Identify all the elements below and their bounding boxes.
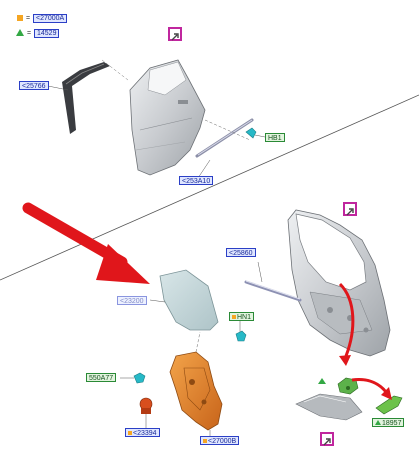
outer-door-assembly <box>129 59 206 176</box>
label-25766: <25766 <box>19 81 49 90</box>
hb1-clip <box>245 127 257 139</box>
label-27000b-text: <27000B <box>208 438 237 445</box>
label-23200: <23200 <box>117 296 147 305</box>
orange-square-icon <box>232 315 236 319</box>
orange-square-icon <box>128 431 132 435</box>
section-divider <box>0 94 419 281</box>
door-frame-seal <box>62 59 129 134</box>
window-regulator <box>169 331 223 431</box>
curved-arrow-down <box>338 282 355 357</box>
door-glass <box>159 269 219 331</box>
label-18957: 18957 <box>372 418 405 427</box>
pointer-icon-inner <box>343 202 357 216</box>
label-23394-text: <23394 <box>133 430 157 437</box>
label-25860: <25860 <box>226 248 256 257</box>
weatherstrip <box>244 261 302 302</box>
clip-550a77 <box>133 372 146 384</box>
pointer-icon-bottom <box>320 432 334 446</box>
door-handle-bracket <box>295 393 363 421</box>
handle-module <box>337 377 359 395</box>
legend-equals: = <box>26 30 32 37</box>
legend-square-code: <27000A <box>33 14 68 23</box>
legend-triangle-code: 14529 <box>34 29 60 38</box>
curved-arrow-right <box>351 378 388 393</box>
regulator-motor <box>139 397 153 414</box>
label-253a10: <253A10 <box>179 176 214 185</box>
orange-square-icon <box>203 439 207 443</box>
label-18957-text: 18957 <box>382 420 402 427</box>
hn1-clip <box>235 330 247 342</box>
orange-square-icon <box>17 15 23 21</box>
label-27000b: <27000B <box>200 436 240 445</box>
handle-triangle-marker <box>318 378 326 384</box>
legend-triangle-row: = 14529 <box>16 29 60 38</box>
legend-equals: = <box>25 15 31 22</box>
big-red-arrow <box>22 202 150 284</box>
label-550a77: 550A77 <box>86 373 117 382</box>
handle-cover-18957 <box>375 395 403 415</box>
green-triangle-icon <box>375 420 381 425</box>
label-hn1-text: HN1 <box>237 314 252 321</box>
green-triangle-icon <box>16 29 24 36</box>
pointer-icon-top <box>168 27 182 41</box>
label-23394: <23394 <box>125 428 160 437</box>
label-hn1: HN1 <box>229 312 255 321</box>
label-hb1: HB1 <box>265 133 285 142</box>
legend-square-row: = <27000A <box>17 14 68 23</box>
inner-door-panel <box>287 209 391 357</box>
belt-moulding <box>195 118 254 158</box>
